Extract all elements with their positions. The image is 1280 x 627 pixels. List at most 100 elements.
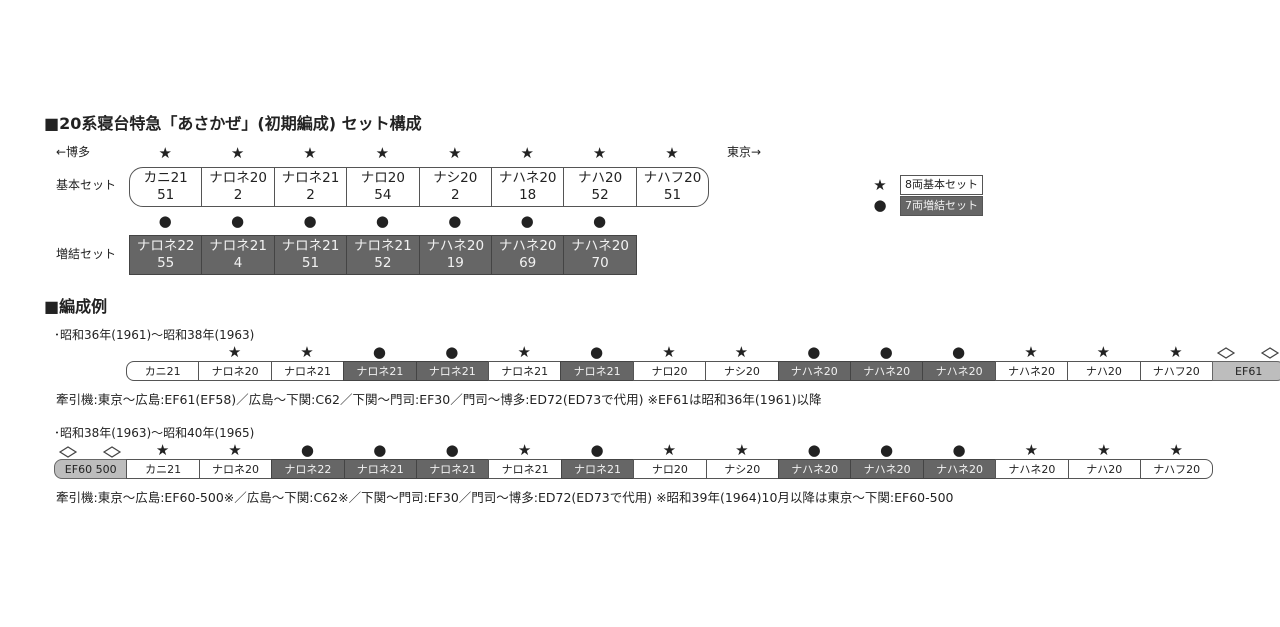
- car-number: 52: [591, 187, 609, 203]
- star-mark: ★: [1096, 343, 1111, 361]
- formation-car: ナハネ20: [778, 459, 852, 479]
- locomotive: EF61: [1212, 361, 1280, 381]
- star-mark: ★: [375, 144, 390, 162]
- formation-car: ナロネ21: [560, 361, 634, 381]
- formation-car: ナロネ21: [560, 459, 635, 479]
- legend-star-mark: ★: [873, 176, 887, 194]
- formation-car: ナハネ20: [994, 361, 1069, 381]
- circle-mark: ●: [880, 441, 894, 459]
- circle-mark: ●: [445, 441, 459, 459]
- basic-set-label: 基本セット: [56, 178, 117, 192]
- direction-left-label: ←博多: [56, 145, 91, 159]
- circle-mark: ●: [590, 343, 604, 361]
- car-name: カニ21: [143, 170, 188, 186]
- formation-car: ナシ20: [705, 361, 779, 381]
- formation-car: ナシ20: [705, 459, 779, 479]
- car-number: 4: [233, 255, 243, 271]
- car-number: 18: [519, 187, 537, 203]
- star-mark: ★: [665, 144, 679, 162]
- circle-mark: ●: [593, 212, 607, 230]
- circle-mark: ●: [590, 441, 604, 459]
- pantograph-icon: [58, 446, 78, 458]
- car-number: 52: [374, 255, 392, 271]
- locomotive: EF60 500: [54, 459, 128, 479]
- formation-car: ナハ20: [1067, 361, 1141, 381]
- star-mark: ★: [1097, 441, 1111, 459]
- star-mark: ★: [228, 441, 242, 459]
- car-number: 55: [157, 255, 175, 271]
- pantograph-icon: [103, 446, 122, 458]
- car-number: 51: [663, 187, 682, 203]
- formation-car: ナハネ20: [850, 361, 924, 381]
- star-mark: ★: [303, 144, 317, 162]
- car-name: ナハフ20: [643, 170, 702, 186]
- formation-car: ナロ20: [632, 361, 707, 381]
- car-number: 54: [374, 187, 392, 203]
- formation-car: ナハフ20: [1139, 361, 1213, 381]
- formation-car: ナハネ20: [777, 361, 851, 381]
- car-name: ナハネ20: [571, 238, 629, 254]
- car-name: ナハネ20: [498, 238, 557, 254]
- car-name: ナハネ20: [498, 170, 557, 186]
- star-mark: ★: [735, 441, 749, 459]
- car-number: 69: [519, 255, 537, 271]
- formation-car: ナハフ20: [1140, 459, 1214, 479]
- circle-mark: ●: [300, 441, 314, 459]
- star-mark: ★: [662, 441, 677, 459]
- formation1-note: 牽引機:東京～広島:EF61(EF58)／広島～下関:C62／下関～門司:EF3…: [56, 392, 822, 407]
- star-mark: ★: [230, 144, 245, 162]
- star-mark: ★: [662, 343, 676, 361]
- star-mark: ★: [517, 441, 532, 459]
- formation2-note: 牽引機:東京～広島:EF60-500※／広島～下関:C62※／下関～門司:EF3…: [56, 490, 954, 505]
- car-name: ナロネ21: [354, 238, 412, 254]
- car-number: 2: [306, 187, 315, 203]
- star-mark: ★: [1169, 343, 1183, 361]
- extra-set-label: 増結セット: [56, 247, 117, 261]
- car-name: ナロネ22: [136, 238, 195, 254]
- circle-mark: ●: [879, 343, 893, 361]
- formation-car: ナロネ21: [416, 459, 490, 479]
- car-number: 19: [446, 255, 464, 271]
- formation2-period: ･昭和38年(1963)～昭和40年(1965): [54, 426, 255, 440]
- star-mark: ★: [1024, 441, 1039, 459]
- formation-example-heading: ■編成例: [44, 297, 108, 316]
- legend-circle-mark: ●: [873, 196, 887, 214]
- formation-car: ナハネ20: [922, 361, 996, 381]
- circle-mark: ●: [520, 212, 534, 230]
- formation1-period: ･昭和36年(1961)～昭和38年(1963): [54, 328, 255, 342]
- car-number: 2: [233, 187, 243, 203]
- set-composition-title: ■20系寝台特急「あさかぜ」(初期編成) セット構成: [44, 114, 422, 133]
- circle-mark: ●: [807, 441, 821, 459]
- formation-car: カニ21: [126, 459, 200, 479]
- formation-car: ナロ20: [633, 459, 707, 479]
- star-mark: ★: [1169, 441, 1183, 459]
- star-mark: ★: [448, 144, 462, 162]
- car-name: ナロ20: [360, 170, 405, 186]
- direction-right-label: 東京→: [727, 145, 762, 159]
- circle-mark: ●: [373, 441, 387, 459]
- formation-car: ナロネ21: [415, 361, 489, 381]
- circle-mark: ●: [375, 212, 389, 230]
- car-name: ナロネ20: [209, 170, 267, 186]
- formation-car: カニ21: [126, 361, 200, 381]
- star-mark: ★: [517, 343, 531, 361]
- star-mark: ★: [734, 343, 749, 361]
- car-number: 51: [157, 187, 175, 203]
- car-name: ナハ20: [577, 170, 623, 186]
- circle-mark: ●: [445, 343, 459, 361]
- car-name: ナハネ20: [426, 238, 485, 254]
- circle-mark: ●: [303, 212, 317, 230]
